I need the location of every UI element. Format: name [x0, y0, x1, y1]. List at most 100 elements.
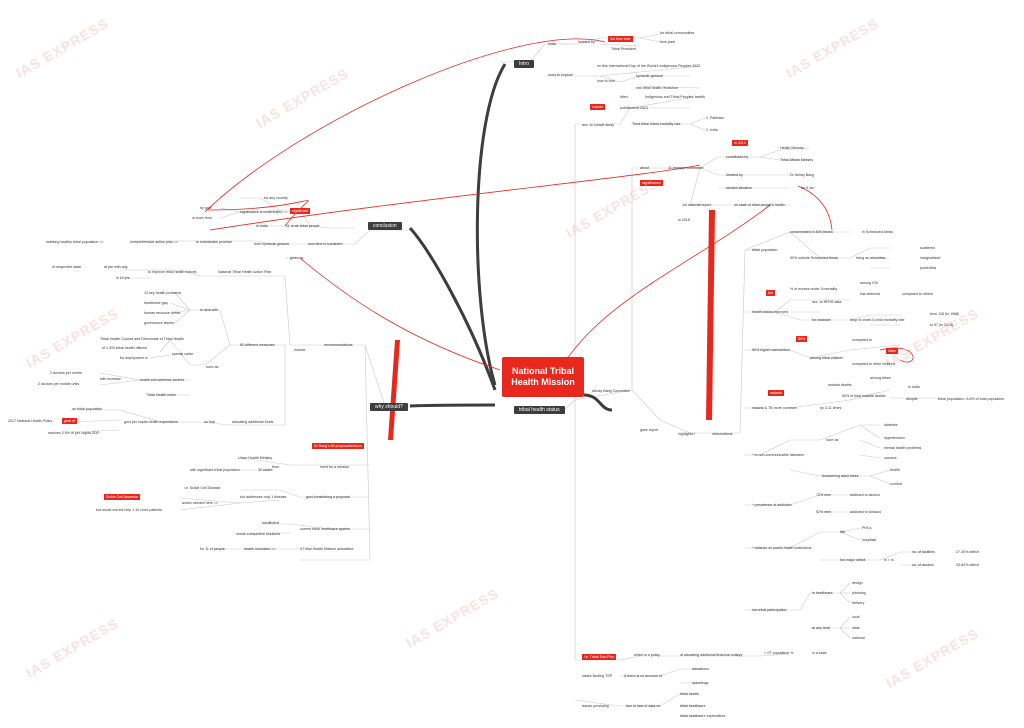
- chip-50: 50%: [796, 336, 808, 342]
- node-in2018: in 2018: [678, 218, 690, 222]
- node-realising: realising healthy tribal population =>: [46, 240, 104, 244]
- node-malaria: malaria & TB more common: [752, 406, 797, 410]
- node-with-sig: with significant tribal population: [190, 468, 240, 472]
- node-men52: 52% men: [816, 510, 832, 514]
- node-hypertension: hypertension: [884, 436, 905, 440]
- node-reliance: ^ reliance on public health institutions: [752, 546, 812, 550]
- node-by: by 3-11 times: [820, 406, 842, 410]
- chip-lancet: Lancet: [590, 104, 605, 110]
- node-health: health: [890, 468, 900, 472]
- node-doctors2: 2 doctors per centre: [50, 371, 82, 375]
- node-insufficient: insufficient: [262, 521, 279, 525]
- node-acc-lancet: acc. to Lancet study: [582, 123, 614, 127]
- node-lack: due to lack of data on: [626, 704, 661, 708]
- node-higher-mal: 50% higher malnutrition: [752, 348, 790, 352]
- node-per-capita: govt per capita health expenditure: [124, 420, 179, 424]
- node-titled: titled: [620, 95, 628, 99]
- node-such-as: such as: [826, 438, 839, 442]
- node-states32: 32 states: [258, 468, 273, 472]
- node-tribal-healthcare: tribal healthcare: [680, 704, 706, 708]
- node-constituted: constituted by: [726, 155, 749, 159]
- node-no-facilities: no. of facilities: [912, 550, 935, 554]
- node-action-needed: action needed here =>: [182, 501, 218, 505]
- node-studied: studied situation: [726, 186, 752, 190]
- node-council: Tribal Health Council and Directorate of…: [100, 337, 184, 341]
- node-diabetes: diabetes: [884, 423, 898, 427]
- node-how-turn: how to turn: [597, 79, 615, 83]
- node-compared-to: compared to: [852, 338, 872, 342]
- node-to57: to 57 (in 2014): [930, 323, 954, 327]
- node-now-time: now time to transform: [308, 242, 343, 246]
- central-topic[interactable]: National Tribal Health Mission: [502, 357, 584, 397]
- branch-tribal-health-status[interactable]: tribal health status: [514, 406, 565, 414]
- node-80-measures: 80 different measures: [240, 343, 275, 347]
- node-need-mission: need for a mission: [320, 465, 350, 469]
- node-tribal-president: Tribal President: [611, 47, 637, 51]
- node-at-any: at any level: [812, 626, 831, 630]
- node-allocations: allocations: [692, 667, 709, 671]
- node-comprehensive: comprehensive action plan =>: [130, 240, 178, 244]
- node-from135: from 135 (in 1988): [930, 312, 960, 316]
- node-scattered: scattered: [920, 246, 935, 250]
- node-first-national: 1st national report: [682, 203, 711, 207]
- node-reaches: reaches 2.5% of per capita GDP: [48, 431, 100, 435]
- node-for-tribal: for tribal communities: [660, 31, 695, 35]
- node-thi: Tribal Health Index: [146, 393, 177, 397]
- node-states-flouting: states flouting TSP: [582, 674, 613, 678]
- node-crore: 11 crore tribal people: [286, 224, 320, 228]
- node-in-india-2: in India: [256, 224, 268, 228]
- node-gave-report: gave report: [640, 428, 659, 432]
- node-if-implemented: if Tribal Health Mission actualised: [300, 547, 354, 551]
- node-which-is: which is a policy: [634, 653, 660, 657]
- node-given-by: given by: [290, 256, 304, 260]
- node-phcs: PHCs: [862, 526, 872, 530]
- node-living: living as minorities: [856, 256, 886, 260]
- node-acc-nfhs: acc. to NFHS data: [812, 300, 842, 304]
- branch-intro[interactable]: Intro: [514, 60, 535, 68]
- node-health-resolution: health resolution =>: [244, 547, 276, 551]
- node-spendings: spendings: [692, 681, 709, 685]
- node-from-past: from past: [660, 40, 675, 44]
- branch-conclusion[interactable]: conclusion: [368, 222, 402, 230]
- node-governance: governance issues: [144, 321, 174, 325]
- node-for-crore: for 11 cr people: [200, 547, 225, 551]
- node-malaria-deaths: malaria deaths: [828, 383, 852, 387]
- node-compared-other: compared to other children: [852, 362, 895, 366]
- node-like: like: [840, 530, 846, 534]
- node-pct-under5: % of excess under 5 mortality: [790, 287, 838, 291]
- node-include: include: [294, 348, 306, 352]
- node-alcohol: addicted to alcohol: [850, 493, 880, 497]
- node-no-doctors: no. of doctors: [912, 563, 934, 567]
- node-on-tribal: on tribal population: [72, 407, 103, 411]
- node-low-part: low tribal participation: [752, 608, 787, 612]
- node-by-govt: by govt: [200, 206, 212, 210]
- node-compared-others: compared to others: [902, 292, 933, 296]
- node-planning: planning: [852, 591, 866, 595]
- node-issues: issues persisting: [582, 704, 609, 708]
- node-threatening: threatening adult tribes: [822, 474, 859, 478]
- node-needs-sub: needs substantive solutions: [236, 532, 281, 536]
- node-in-healthcare: in healthcare: [812, 591, 833, 595]
- node-tribal-pop-share: tribal population= 8.6% of total populat…: [938, 397, 1005, 401]
- node-from-symbolic: from symbolic gesture: [254, 242, 290, 246]
- node-on-day: on this International Day of the World's…: [597, 64, 701, 68]
- node-in-x: in = /s: [884, 558, 894, 562]
- node-moh: Health Ministry: [780, 146, 804, 150]
- node-titled-val: Indigenous and Tribal Peoples' health: [645, 95, 705, 99]
- node-but-major: but major deficit: [840, 558, 866, 562]
- node-hs-improved: health status improved: [752, 310, 789, 314]
- node-published: published in 2021: [620, 106, 649, 110]
- node-of-state: of respective state: [52, 265, 82, 269]
- node-among-tribes: among tribes: [870, 376, 891, 380]
- node-tribal-exp: tribal healthcare expenditure: [680, 714, 726, 718]
- node-abc: Abhay Bang Committee: [592, 389, 630, 393]
- node-on-state: on state of tribal people's health: [734, 203, 785, 207]
- node-for-deploy: for deployment in: [120, 356, 148, 360]
- node-hr-deficit: human resource deficit: [144, 311, 181, 315]
- node-india2: 2. India: [706, 128, 718, 132]
- node-from: from: [272, 465, 280, 469]
- branch-why-should[interactable]: why should?: [370, 403, 408, 411]
- node-eleven: 11-member committee: [668, 166, 704, 170]
- node-men72: 72% men: [816, 493, 832, 497]
